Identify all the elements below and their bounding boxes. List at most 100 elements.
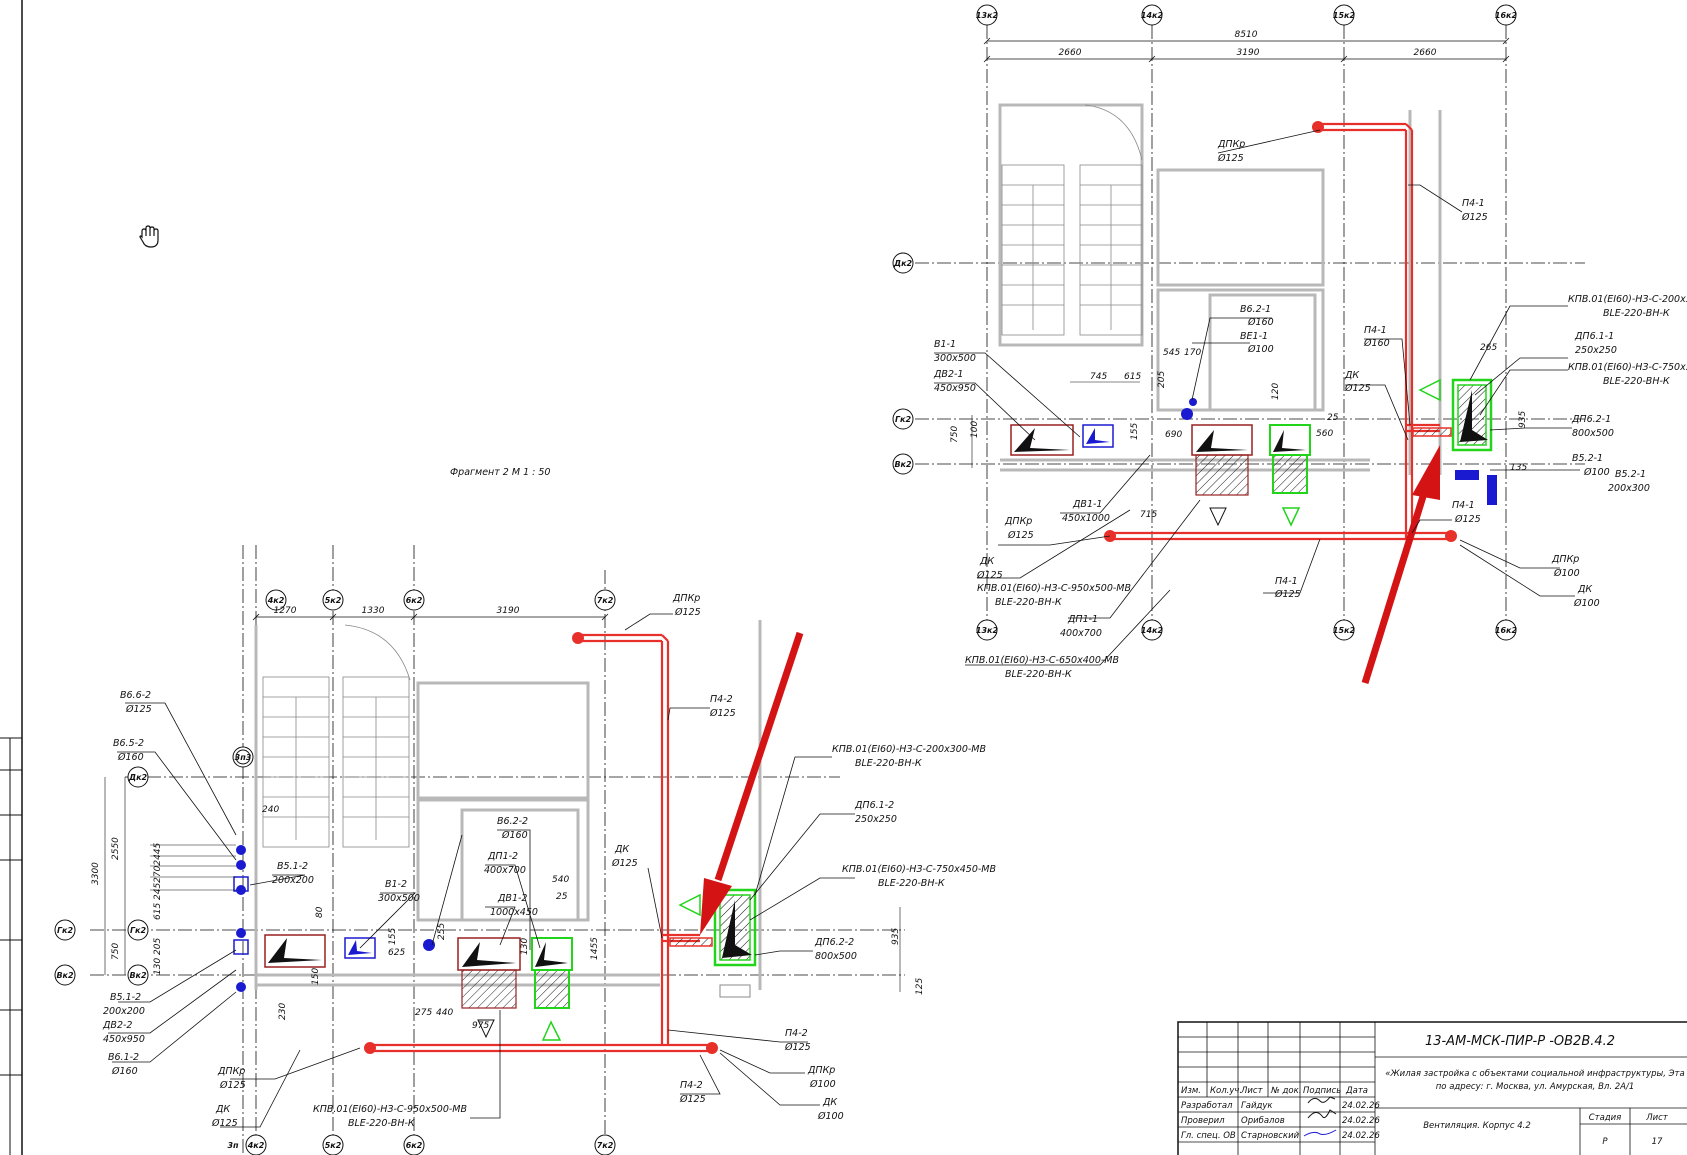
svg-text:155: 155 — [1130, 423, 1140, 440]
svg-text:Ø100: Ø100 — [1247, 344, 1274, 355]
svg-text:Проверил: Проверил — [1181, 1116, 1225, 1126]
svg-text:250x250: 250x250 — [1575, 345, 1617, 356]
svg-text:205: 205 — [1157, 371, 1167, 388]
svg-text:ДП6.1-2: ДП6.1-2 — [854, 800, 894, 811]
svg-text:275: 275 — [415, 1008, 432, 1018]
left-vertical-dims — [104, 777, 901, 992]
svg-text:3п3: 3п3 — [235, 753, 252, 762]
svg-text:745: 745 — [1090, 372, 1107, 382]
svg-text:750: 750 — [111, 943, 121, 960]
svg-text:Дк2: Дк2 — [893, 259, 913, 268]
left-supply-duct — [370, 633, 710, 1053]
left-axis-bottom: 4к2 5к2 6к2 7к2 3п — [227, 1134, 616, 1155]
svg-text:Ø125: Ø125 — [1274, 589, 1301, 600]
svg-text:80: 80 — [315, 906, 325, 918]
svg-text:П4-2: П4-2 — [785, 1028, 808, 1039]
svg-text:Ø125: Ø125 — [709, 708, 736, 719]
svg-text:155: 155 — [388, 928, 398, 945]
svg-text:Кол.уч.: Кол.уч. — [1210, 1086, 1242, 1096]
svg-text:В5.1-2: В5.1-2 — [110, 992, 141, 1003]
svg-text:Ø100: Ø100 — [809, 1079, 836, 1090]
dim-2660-a: 2660 — [1059, 48, 1082, 58]
svg-text:КПВ.01(EI60)-НЗ-С-750x500-: КПВ.01(EI60)-НЗ-С-750x500- — [1568, 362, 1687, 373]
svg-text:Вк2: Вк2 — [56, 971, 74, 980]
svg-text:В6.1-2: В6.1-2 — [108, 1052, 139, 1063]
svg-text:Старновский: Старновский — [1241, 1131, 1300, 1141]
svg-text:В6.2-2: В6.2-2 — [497, 816, 528, 827]
svg-text:205: 205 — [153, 938, 163, 955]
left-axis-left: Дк2 Гк2 Гк2 Вк2 Вк2 3п3 — [54, 746, 254, 986]
svg-text:Ø160: Ø160 — [1247, 317, 1274, 328]
svg-text:200x200: 200x200 — [103, 1006, 145, 1017]
sheet-frame — [0, 0, 23, 1155]
left-red-arrow — [700, 631, 804, 935]
svg-text:Ø125: Ø125 — [1454, 514, 1481, 525]
dim-total: 8510 — [1235, 30, 1258, 40]
svg-text:Ø100: Ø100 — [1573, 598, 1600, 609]
svg-text:Ø125: Ø125 — [976, 570, 1003, 581]
svg-text:4к2: 4к2 — [267, 596, 285, 605]
left-leaders — [108, 613, 855, 1128]
svg-text:Ø125: Ø125 — [1007, 530, 1034, 541]
right-labels: ДПКр Ø125 П4-1 Ø125 В6.2-1 Ø160 ВЕ1-1 Ø1… — [933, 139, 1687, 680]
svg-text:ДК: ДК — [614, 844, 630, 855]
left-equipment — [233, 845, 757, 1041]
svg-text:400x700: 400x700 — [484, 865, 526, 876]
fragment-title: Фрагмент 2 М 1 : 50 — [450, 467, 550, 478]
right-plan: 13к2 14к2 15к2 16к2 13к2 14к2 15к2 16к2 … — [892, 4, 1687, 685]
dim-3190: 3190 — [1237, 48, 1260, 58]
svg-text:BLE-220-ВН-К: BLE-220-ВН-К — [855, 758, 923, 769]
svg-text:5к2: 5к2 — [325, 1141, 342, 1150]
dim-2660-b: 2660 — [1414, 48, 1437, 58]
svg-text:1000x450: 1000x450 — [490, 907, 538, 918]
svg-text:Ø125: Ø125 — [679, 1094, 706, 1105]
svg-text:625: 625 — [388, 948, 405, 958]
title-block: 13-АМ-МСК-ПИР-Р -ОВ2В.4.2 «Жилая застрой… — [1177, 1021, 1687, 1155]
left-stairs — [262, 624, 411, 848]
svg-text:Ø100: Ø100 — [817, 1111, 844, 1122]
svg-text:Лист: Лист — [1645, 1113, 1669, 1123]
svg-text:ДВ2-1: ДВ2-1 — [933, 369, 963, 380]
svg-text:КПВ.01(EI60)-НЗ-С-950x500-МВ: КПВ.01(EI60)-НЗ-С-950x500-МВ — [977, 583, 1131, 594]
svg-text:Стадия: Стадия — [1589, 1113, 1622, 1123]
svg-text:ДК: ДК — [979, 556, 995, 567]
svg-text:Вк2: Вк2 — [894, 460, 912, 469]
svg-text:250x250: 250x250 — [855, 814, 897, 825]
svg-text:450x950: 450x950 — [934, 383, 976, 394]
svg-text:13к2: 13к2 — [976, 626, 999, 635]
svg-text:В5.1-2: В5.1-2 — [277, 861, 308, 872]
svg-text:Гк2: Гк2 — [57, 926, 74, 935]
svg-text:615: 615 — [1124, 372, 1141, 382]
dim-1330: 1330 — [362, 606, 385, 616]
svg-text:В6.6-2: В6.6-2 — [120, 690, 151, 701]
svg-text:300x500: 300x500 — [934, 353, 976, 364]
svg-text:Дата: Дата — [1345, 1086, 1368, 1096]
left-supply-grilles — [364, 632, 718, 1054]
svg-text:6к2: 6к2 — [406, 596, 423, 605]
svg-text:Ø125: Ø125 — [219, 1080, 246, 1091]
svg-text:1455: 1455 — [590, 937, 600, 960]
svg-text:Р: Р — [1602, 1137, 1608, 1147]
svg-text:BLE-220-ВН-К: BLE-220-ВН-К — [1603, 308, 1671, 319]
dim-3190-left: 3190 — [497, 606, 520, 616]
left-plan: 4к2 5к2 6к2 7к2 4к2 5к2 6к2 7к2 3п Дк2 Г… — [54, 545, 996, 1155]
svg-text:ДВ1-1: ДВ1-1 — [1072, 499, 1102, 510]
svg-text:2452702445: 2452702445 — [153, 842, 163, 900]
svg-text:В1-1: В1-1 — [934, 339, 956, 350]
left-walls — [254, 620, 762, 990]
svg-text:135: 135 — [1510, 463, 1527, 473]
svg-text:Ø160: Ø160 — [111, 1066, 138, 1077]
svg-text:24.02.26: 24.02.26 — [1342, 1101, 1380, 1111]
svg-text:690: 690 — [1165, 430, 1182, 440]
svg-text:П4-2: П4-2 — [710, 694, 733, 705]
svg-text:КПВ.01(EI60)-НЗ-С-200x300-: КПВ.01(EI60)-НЗ-С-200x300- — [1568, 294, 1687, 305]
svg-text:170: 170 — [1184, 348, 1201, 358]
right-red-arrow — [1361, 445, 1440, 685]
svg-text:В5.2-1: В5.2-1 — [1615, 469, 1646, 480]
svg-text:ДП1-2: ДП1-2 — [487, 851, 518, 862]
svg-text:П4-1: П4-1 — [1452, 500, 1475, 511]
svg-text:Лист: Лист — [1240, 1086, 1264, 1096]
svg-text:ДК: ДК — [1344, 370, 1360, 381]
svg-text:4к2: 4к2 — [247, 1141, 265, 1150]
svg-text:150: 150 — [311, 968, 321, 985]
